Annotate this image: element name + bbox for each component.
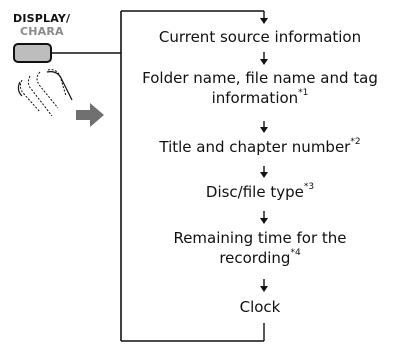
step-text: Title and chapter number: [159, 138, 351, 156]
step-title-chapter: Title and chapter number*2: [120, 137, 393, 157]
footnote-marker: *4: [290, 248, 301, 258]
step-current-source: Current source information: [120, 27, 393, 47]
step-text-line2: information: [211, 89, 299, 107]
footnote-marker: *2: [350, 137, 361, 147]
down-arrow-icon: [260, 121, 268, 133]
down-arrow-icon: [260, 211, 268, 224]
step-disc-file-type: Disc/file type*3: [120, 182, 393, 202]
right-arrow-icon: [76, 103, 104, 127]
step-clock: Clock: [120, 297, 393, 317]
step-text: Clock: [239, 298, 281, 316]
footnote-marker: *3: [303, 182, 315, 192]
step-text: Folder name, file name and tag: [142, 69, 378, 87]
step-text: Remaining time for the: [173, 229, 347, 247]
step-text: Current source information: [158, 28, 362, 46]
hand-outline-icon: [17, 71, 73, 101]
down-arrows: [260, 11, 268, 341]
step-text: Disc/file type: [205, 183, 304, 201]
down-arrow-icon: [260, 279, 268, 292]
step-folder-file-tag: Folder name, file name and tag informati…: [120, 68, 393, 108]
down-arrow-icon: [260, 11, 268, 24]
down-arrow-icon: [260, 166, 268, 178]
footnote-marker: *1: [298, 88, 309, 98]
display-label: DISPLAY/: [13, 12, 71, 25]
display-button[interactable]: [13, 43, 52, 63]
step-text-line2: recording: [219, 249, 291, 267]
step-remaining-time: Remaining time for the recording*4: [120, 228, 393, 268]
down-arrow-icon: [260, 52, 268, 65]
chara-label: CHARA: [20, 25, 64, 38]
hand-press-icon: [19, 69, 67, 117]
